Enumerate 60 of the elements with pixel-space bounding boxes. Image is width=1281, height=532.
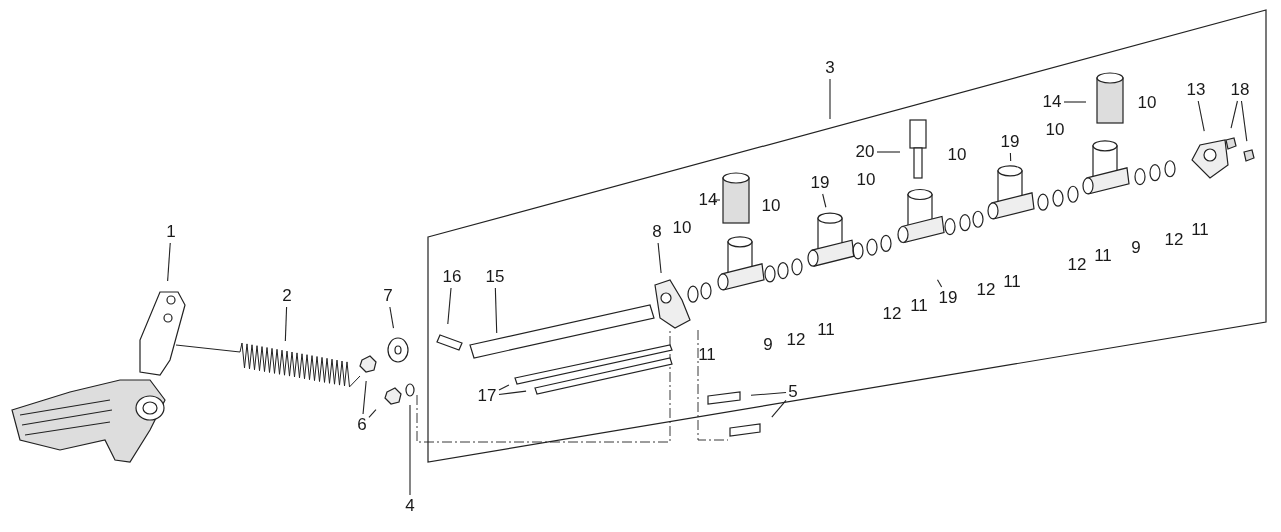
leader-line [447,287,452,325]
leader-line [657,242,662,274]
callout-number: 18 [1230,81,1250,99]
leader-line [368,409,377,418]
callout-number: 10 [856,171,876,189]
callout-number: 2 [282,287,292,305]
leader-line [498,390,527,396]
callout-number: 12 [1067,256,1087,274]
leader-line [167,242,171,282]
callout-number: 3 [825,59,835,77]
callout-number: 9 [1131,239,1141,257]
callout-number: 10 [761,197,781,215]
leader-line [498,384,510,391]
callout-number: 5 [788,383,798,401]
callout-number: 11 [1094,247,1112,265]
callout-number: 15 [485,268,505,286]
leader-line [771,399,787,418]
callout-number: 12 [976,281,996,299]
callout-number: 12 [786,331,806,349]
leader-line [1197,100,1205,132]
callout-number: 11 [1191,221,1209,239]
callout-number: 16 [442,268,462,286]
callout-number: 7 [383,287,393,305]
leader-line [936,279,943,288]
leader-line [362,380,367,415]
leader-line [284,306,288,342]
leader-line [750,392,787,396]
callout-number: 12 [1164,231,1184,249]
callout-number: 20 [855,143,875,161]
leader-line [1063,101,1087,103]
leader-line [1009,152,1012,162]
callout-number: 10 [1045,121,1065,139]
callout-number: 6 [357,416,367,434]
callout-number: 10 [1137,94,1157,112]
callout-number: 8 [652,223,662,241]
leader-line [389,306,395,329]
leader-line [829,78,831,120]
callout-number: 12 [882,305,902,323]
callout-number: 19 [938,289,958,307]
leader-line [1230,100,1238,129]
callout-number: 10 [672,219,692,237]
callout-number: 13 [1186,81,1206,99]
leader-line [409,404,411,496]
callout-number: 11 [817,321,835,339]
leader-line [494,287,498,334]
callout-number: 9 [763,336,773,354]
leader-line [1240,100,1248,142]
callout-number: 11 [910,297,928,315]
leader-line [822,193,827,208]
callout-number: 11 [698,346,716,364]
callout-number: 14 [698,191,718,209]
callout-number: 11 [1003,273,1021,291]
leader-line [876,151,901,153]
callout-number: 19 [810,174,830,192]
callout-number: 10 [947,146,967,164]
callout-number: 4 [405,497,415,515]
callout-number: 19 [1000,133,1020,151]
callout-number: 17 [477,387,497,405]
callout-number: 14 [1042,93,1062,111]
callout-number: 1 [166,223,176,241]
